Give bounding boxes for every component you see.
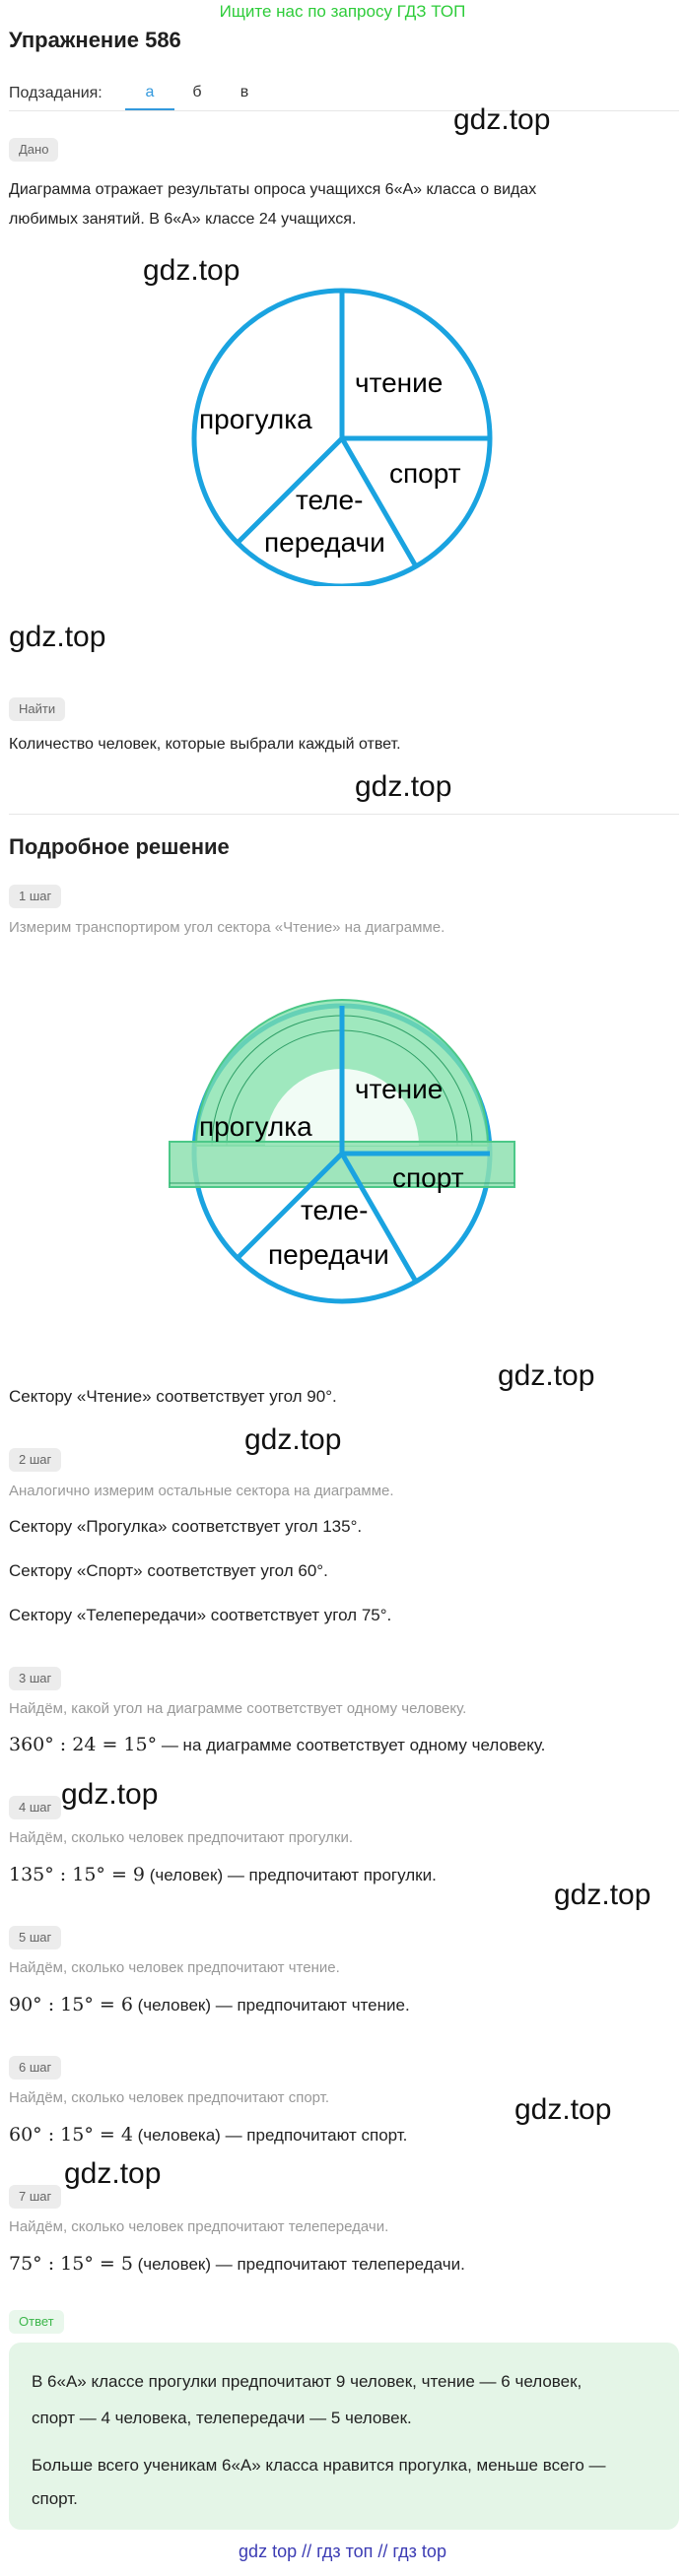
step-5-badge: 5 шаг (9, 1926, 62, 1949)
watermark: gdz.top (355, 770, 452, 803)
watermark: gdz.top (453, 103, 551, 136)
step-1-badge: 1 шаг (9, 885, 62, 908)
watermark: gdz.top (143, 254, 240, 287)
step-4-math: 135° : 15° = 9 (9, 1864, 146, 1885)
tab-b[interactable]: б (192, 84, 202, 100)
protractor-diagram: чтение прогулка спорт теле- передачи (169, 999, 515, 1304)
footer-links[interactable]: gdz top // гдз топ // гдз top (239, 2542, 446, 2561)
step-4-rest: (человек) — предпочитают прогулки. (145, 1866, 437, 1884)
section-divider (9, 814, 679, 815)
given-badge: Дано (9, 138, 59, 162)
step-7-rest: (человек) — предпочитают телепередачи. (132, 2255, 465, 2274)
step-7-badge: 7 шаг (9, 2185, 62, 2209)
answer-line-1: В 6«А» классе прогулки предпочитают 9 че… (32, 2372, 582, 2391)
step-5-desc: Найдём, сколько человек предпочитают чте… (9, 1959, 340, 1976)
step-3-rest: — на диаграмме соответствует одному чело… (157, 1736, 546, 1754)
step-3-equation: 360° : 24 = 15° — на диаграмме соответст… (9, 1734, 679, 1755)
tabs-divider (9, 110, 679, 111)
step-6-math: 60° : 15° = 4 (9, 2124, 133, 2146)
step-6-badge: 6 шаг (9, 2056, 62, 2080)
watermark: gdz.top (64, 2157, 162, 2190)
pie-label-reading: чтение (355, 367, 443, 398)
watermark: gdz.top (9, 621, 106, 653)
step-2-desc: Аналогично измерим остальные сектора на … (9, 1483, 394, 1499)
given-text-line1: Диаграмма отражает результаты опроса уча… (9, 181, 537, 198)
tab-v[interactable]: в (240, 84, 249, 100)
step-6-desc: Найдём, сколько человек предпочитают спо… (9, 2089, 330, 2106)
step-7-equation: 75° : 15° = 5 (человек) — предпочитают т… (9, 2253, 679, 2275)
step-4-desc: Найдём, сколько человек предпочитают про… (9, 1829, 354, 1846)
watermark: gdz.top (61, 1778, 159, 1811)
step-4-equation: 135° : 15° = 9 (человек) — предпочитают … (9, 1864, 679, 1885)
step-7-math: 75° : 15° = 5 (9, 2253, 133, 2275)
answer-line-2: спорт — 4 человека, телепередачи — 5 чел… (32, 2409, 412, 2427)
step-5-equation: 90° : 15° = 6 (человек) — предпочитают ч… (9, 1994, 679, 2015)
step-2-line-3: Сектору «Телепередачи» соответствует уго… (9, 1606, 392, 1624)
promo-link[interactable]: Ищите нас по запросу ГДЗ ТОП (219, 2, 466, 21)
pie-label-tv-2: передачи (268, 1239, 389, 1270)
step-4-badge: 4 шаг (9, 1796, 62, 1819)
pie-label-tv-1: теле- (296, 485, 363, 515)
pie-label-sport: спорт (389, 458, 461, 489)
pie-diagram: чтение прогулка спорт теле- передачи (191, 288, 493, 586)
given-text-line2: любимых занятий. В 6«А» классе 24 учащих… (9, 211, 357, 228)
step-7-desc: Найдём, сколько человек предпочитают тел… (9, 2218, 389, 2235)
step-5-rest: (человек) — предпочитают чтение. (132, 1996, 410, 2015)
step-1-line-1: Сектору «Чтение» соответствует угол 90°. (9, 1387, 337, 1406)
pie-label-tv-1: теле- (301, 1195, 368, 1225)
pie-divider-sport-tv (339, 436, 419, 568)
step-3-math: 360° : 24 = 15° (9, 1734, 158, 1755)
watermark: gdz.top (554, 1879, 651, 1911)
step-3-badge: 3 шаг (9, 1667, 62, 1690)
find-badge: Найти (9, 697, 66, 721)
step-1-desc: Измерим транспортиром угол сектора «Чтен… (9, 919, 445, 936)
watermark: gdz.top (498, 1359, 595, 1392)
step-2-line-2: Сектору «Спорт» соответствует угол 60°. (9, 1561, 328, 1580)
answer-badge: Ответ (9, 2310, 64, 2334)
solution-title: Подробное решение (9, 834, 230, 859)
pie-divider-tv-walk (236, 1152, 344, 1260)
watermark: gdz.top (244, 1423, 342, 1456)
step-2-line-1: Сектору «Прогулка» соответствует угол 13… (9, 1517, 363, 1536)
step-6-equation: 60° : 15° = 4 (человека) — предпочитают … (9, 2124, 679, 2146)
answer-box (9, 2343, 679, 2530)
tab-a[interactable]: а (125, 79, 174, 110)
pie-divider-tv-walk (236, 436, 344, 545)
pie-label-sport: спорт (392, 1162, 464, 1193)
pie-divider-sport-tv (339, 1152, 419, 1284)
watermark: gdz.top (514, 2093, 612, 2126)
step-5-math: 90° : 15° = 6 (9, 1994, 133, 2015)
step-2-badge: 2 шаг (9, 1448, 62, 1472)
find-text: Количество человек, которые выбрали кажд… (9, 736, 401, 753)
answer-line-3: Больше всего ученикам 6«А» класса нравит… (32, 2456, 606, 2475)
page-title: Упражнение 586 (9, 28, 181, 52)
step-6-rest: (человека) — предпочитают спорт. (132, 2126, 408, 2145)
step-3-desc: Найдём, какой угол на диаграмме соответс… (9, 1700, 467, 1717)
subtasks-label: Подзадания: (9, 85, 103, 101)
pie-label-reading: чтение (355, 1074, 443, 1104)
pie-label-tv-2: передачи (264, 527, 385, 558)
answer-line-4: спорт. (32, 2489, 78, 2508)
pie-label-walk: прогулка (199, 1111, 312, 1142)
pie-label-walk: прогулка (199, 404, 312, 434)
